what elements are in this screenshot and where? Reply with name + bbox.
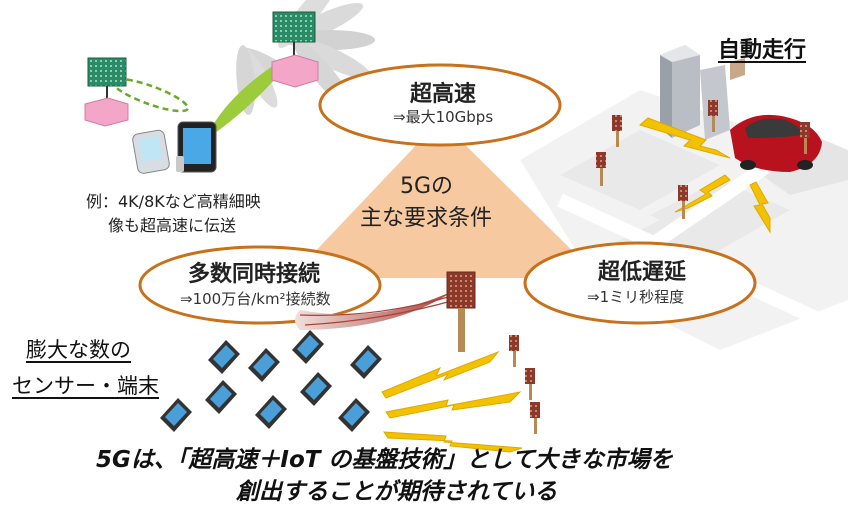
iot-beam [295,290,456,330]
center-title-line2: 主な要求条件 [360,206,493,231]
speed-detail: ⇒最大10Gbps [393,108,494,126]
center-title-line1: 5Gの [400,174,454,199]
example-line1: 例：4K/8Kなど高精細映 [86,192,261,211]
latency-detail: ⇒1ミリ秒程度 [587,288,685,306]
sensors-label-line2: センサー・端末 [12,374,159,398]
oval-latency [523,241,757,325]
example-line2: 像も超高速に伝送 [108,216,237,235]
conclusion-line1: 5Gは、「超高速＋IoT の基盤技術」として大きな市場を [96,447,673,473]
conclusion-line2: 創出することが期待されている [236,479,558,505]
connections-title: 多数同時接続 [188,262,321,287]
lightning-bolts-car [638,117,771,234]
base-station-antenna-left [84,57,129,127]
sensor-antennas-right [509,335,540,434]
autonomous-driving-label: 自動走行 [718,38,807,63]
oval-connections [138,245,382,325]
connections-detail: ⇒100万台/km²接続数 [180,290,331,308]
sensors-label-line1: 膨大な数の [26,338,131,362]
speed-title: 超高速 [410,82,477,107]
pda-device-icon [132,129,170,174]
oval-speed [318,63,562,147]
building-icon [660,45,745,140]
base-station-antenna-top [271,11,319,88]
iot-base-station-icon [446,271,476,352]
roadside-antenna-icons [596,100,810,219]
sensor-device-grid [160,330,382,432]
latency-title: 超低遅延 [598,260,687,285]
autonomous-car-icon [730,114,822,172]
lightning-bolts-sensors [381,350,523,453]
smartphone-device-icon [176,121,217,173]
requirements-triangle [290,120,600,278]
